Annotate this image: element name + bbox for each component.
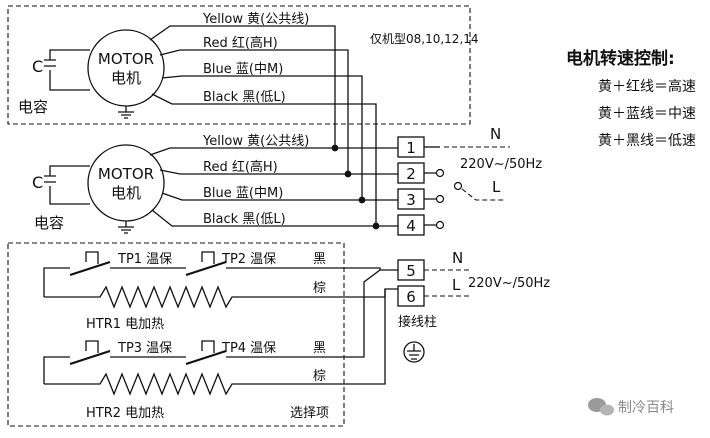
- htr2-resistor: [44, 289, 386, 396]
- terminal-3-label: 3: [406, 191, 416, 209]
- motor2-cap-name: 电容: [34, 214, 64, 232]
- power-lower-voltage: 220V~/50Hz: [468, 276, 550, 291]
- tp3-label: TP3 温保: [117, 341, 172, 356]
- tp3-contact-icon: [69, 349, 111, 366]
- junction-dot: [372, 222, 380, 230]
- htr1-black-label: 黑: [313, 252, 326, 267]
- motor1-wire-blue: [161, 75, 363, 200]
- htr2-brown-label: 棕: [313, 369, 326, 384]
- tp4-bimetal-icon: [201, 340, 215, 353]
- speed-control-low: 黄＋黑线＝低速: [598, 132, 696, 149]
- tp4-label: TP4 温保: [221, 341, 276, 356]
- motor2-wire-red-label: Red 红(高H): [203, 159, 278, 175]
- live-line-upper: [461, 188, 505, 201]
- terminal-5-label: 5: [406, 262, 416, 280]
- terminal-6-label: 6: [406, 288, 416, 306]
- htr1-resistor: [44, 285, 398, 309]
- power-upper-l: L: [492, 178, 501, 196]
- motor1-wire-blue-label: Blue 蓝(中M): [203, 62, 283, 77]
- motor2-wire-blue-label: Blue 蓝(中M): [203, 186, 283, 201]
- switch-contact-low: [435, 220, 445, 230]
- htr1-brown-label: 棕: [313, 281, 326, 296]
- motor1-capacitor-wire: [49, 49, 90, 91]
- motor2-wire-yellow: [149, 147, 398, 156]
- terminal-2-label: 2: [406, 165, 416, 183]
- switch-contact-mid: [435, 194, 445, 204]
- motor1-optional-frame: [7, 5, 471, 125]
- motor1-wire-black-label: Black 黑(低L): [203, 90, 286, 105]
- power-lower-l: L: [452, 276, 461, 294]
- power-lower-n: N: [452, 249, 463, 267]
- motor2-sublabel: 电机: [111, 184, 141, 202]
- motor1-sublabel: 电机: [111, 69, 141, 87]
- motor1-cap-name: 电容: [18, 98, 48, 116]
- motor2-ground-icon: [118, 221, 134, 234]
- htr2-label: HTR2 电加热: [86, 406, 164, 421]
- tp2-contact-icon: [185, 260, 227, 277]
- terminal-leads: [424, 172, 436, 226]
- tp3-bimetal-icon: [85, 340, 99, 353]
- htr2-black-label: 黑: [313, 341, 326, 356]
- motor1-wire-yellow: [149, 25, 336, 148]
- speed-control-mid: 黄＋蓝线＝中速: [598, 105, 696, 122]
- htr1-left-wire: [43, 267, 70, 297]
- heater-optional-frame: [7, 242, 345, 427]
- motor1-wire-red: [159, 49, 349, 174]
- ground-icon-ring: [403, 341, 425, 363]
- tp4-contact-icon: [185, 349, 227, 366]
- htr2-left-wire: [43, 356, 70, 384]
- terminal-block-label: 接线柱: [398, 314, 437, 330]
- watermark-text: 制冷百科: [618, 400, 674, 416]
- motor1-capacitor-icon: [44, 59, 56, 67]
- motor2-wire-black-label: Black 黑(低L): [203, 212, 286, 227]
- junction-dot: [344, 170, 352, 178]
- motor2-cap-label: C: [32, 173, 43, 192]
- motor1-cap-label: C: [32, 57, 43, 76]
- tp2-bimetal-icon: [201, 251, 215, 264]
- wechat-icon-secondary: [600, 404, 614, 416]
- motor2-circle: [87, 144, 165, 222]
- motor1-ground-icon: [118, 106, 134, 119]
- motor2-wire-blue: [161, 192, 398, 201]
- junction-dot: [331, 144, 339, 152]
- heater-option-label: 选择项: [290, 406, 329, 421]
- motor2-capacitor-wire: [49, 165, 90, 205]
- terminal-4-label: 4: [406, 217, 416, 235]
- motor2-label: MOTOR: [98, 165, 154, 183]
- tp1-bimetal-icon: [85, 251, 99, 264]
- motor2-wire-black: [151, 209, 398, 227]
- motor1-models-note: 仅机型08,10,12,14: [370, 32, 479, 46]
- speed-control-title: 电机转速控制:: [566, 48, 675, 69]
- htr2-black-wire: [226, 269, 381, 358]
- motor1-wire-red-label: Red 红(高H): [203, 35, 278, 51]
- htr1-label: HTR1 电加热: [86, 317, 164, 332]
- speed-control-high: 黄＋红线＝高速: [598, 78, 696, 95]
- switch-pivot: [453, 181, 463, 191]
- watermark: 制冷百科: [588, 398, 674, 416]
- htr1-black-wire: [226, 267, 398, 271]
- motor1-wire-black: [151, 93, 377, 226]
- power-upper-voltage: 220V~/50Hz: [460, 157, 542, 172]
- tp1-contact-icon: [69, 260, 111, 277]
- tp1-label: TP1 温保: [117, 252, 172, 267]
- motor1-label: MOTOR: [98, 50, 154, 68]
- motor2-wire-red: [159, 169, 398, 175]
- terminal-1-label: 1: [406, 139, 416, 157]
- motor2-capacitor-icon: [44, 175, 56, 183]
- motor1-wire-yellow-label: Yellow 黄(公共线): [202, 12, 309, 27]
- motor2-wire-yellow-label: Yellow 黄(公共线): [202, 134, 309, 149]
- ground-icon: [407, 344, 421, 360]
- power-upper-n: N: [490, 125, 501, 143]
- junction-dot: [358, 196, 366, 204]
- tp2-label: TP2 温保: [221, 252, 276, 267]
- switch-contact-high: [435, 168, 445, 178]
